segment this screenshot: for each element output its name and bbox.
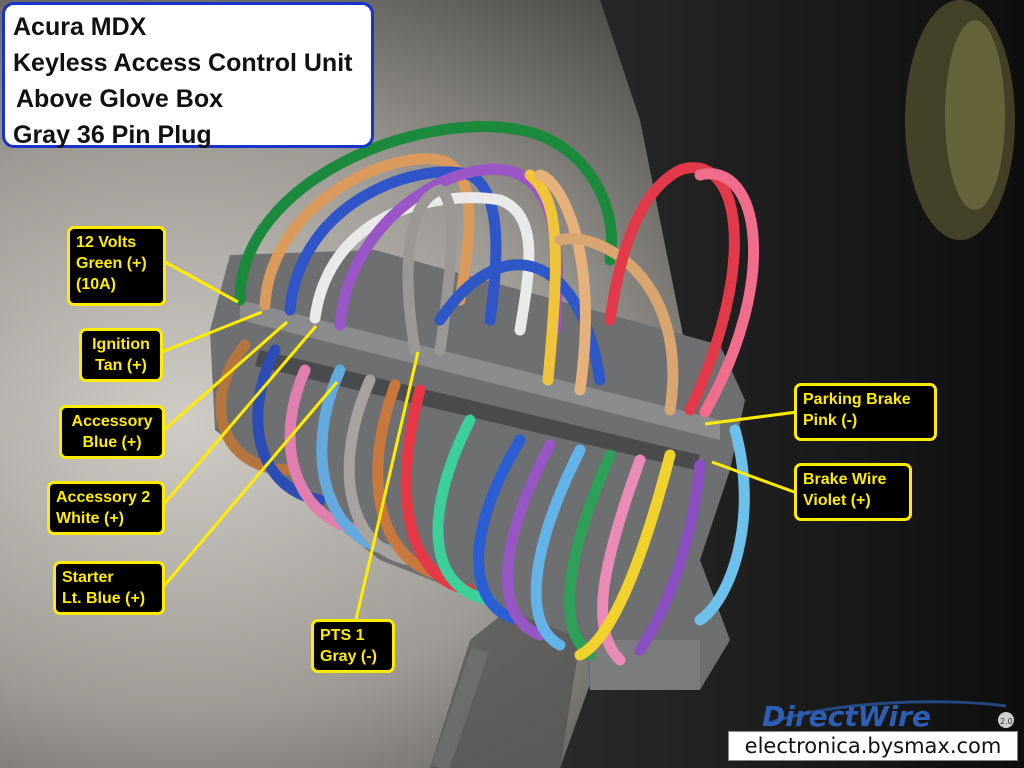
label-accessory-line1: Accessory — [71, 413, 153, 430]
label-parking-brake-line2: Pink (-) — [803, 412, 858, 429]
label-starter-line2: Lt. Blue (+) — [62, 590, 146, 607]
location-title: Above Glove Box — [16, 85, 223, 113]
label-accessory-2: Accessory 2 White (+) — [47, 481, 165, 535]
directwire-logo: DirectWire 2.0 — [762, 700, 1014, 732]
label-brake-wire-line2: Violet (+) — [803, 492, 871, 509]
label-pts-1-line1: PTS 1 — [320, 627, 365, 644]
label-parking-brake: Parking Brake Pink (-) — [794, 383, 937, 441]
label-12-volts: 12 Volts Green (+) (10A) — [67, 226, 166, 306]
title-box: Acura MDX Keyless Access Control Unit Ab… — [2, 2, 374, 149]
label-ignition: Ignition Tan (+) — [79, 328, 163, 382]
label-12-volts-line3: (10A) — [76, 276, 117, 293]
label-pts-1: PTS 1 Gray (-) — [311, 619, 395, 673]
label-brake-wire-line1: Brake Wire — [803, 471, 887, 488]
site-watermark: electronica.bysmax.com — [728, 731, 1018, 761]
label-parking-brake-line1: Parking Brake — [803, 391, 911, 408]
label-accessory-line2: Blue (+) — [82, 434, 142, 451]
module-title: Keyless Access Control Unit — [13, 49, 353, 77]
label-12-volts-line2: Green (+) — [76, 255, 147, 272]
directwire-version: 2.0 — [1000, 717, 1013, 726]
label-12-volts-line1: 12 Volts — [76, 234, 137, 251]
label-accessory-2-line2: White (+) — [56, 510, 124, 527]
label-pts-1-line2: Gray (-) — [320, 648, 377, 665]
label-accessory-2-line1: Accessory 2 — [56, 489, 151, 506]
label-starter: Starter Lt. Blue (+) — [53, 561, 165, 615]
directwire-brand-text: DirectWire — [762, 700, 931, 732]
label-starter-line1: Starter — [62, 569, 114, 586]
vehicle-title: Acura MDX — [13, 13, 147, 41]
plug-title: Gray 36 Pin Plug — [13, 121, 212, 149]
label-accessory: Accessory Blue (+) — [59, 405, 165, 459]
label-ignition-line1: Ignition — [92, 336, 150, 353]
label-ignition-line2: Tan (+) — [95, 357, 147, 374]
label-brake-wire: Brake Wire Violet (+) — [794, 463, 912, 521]
